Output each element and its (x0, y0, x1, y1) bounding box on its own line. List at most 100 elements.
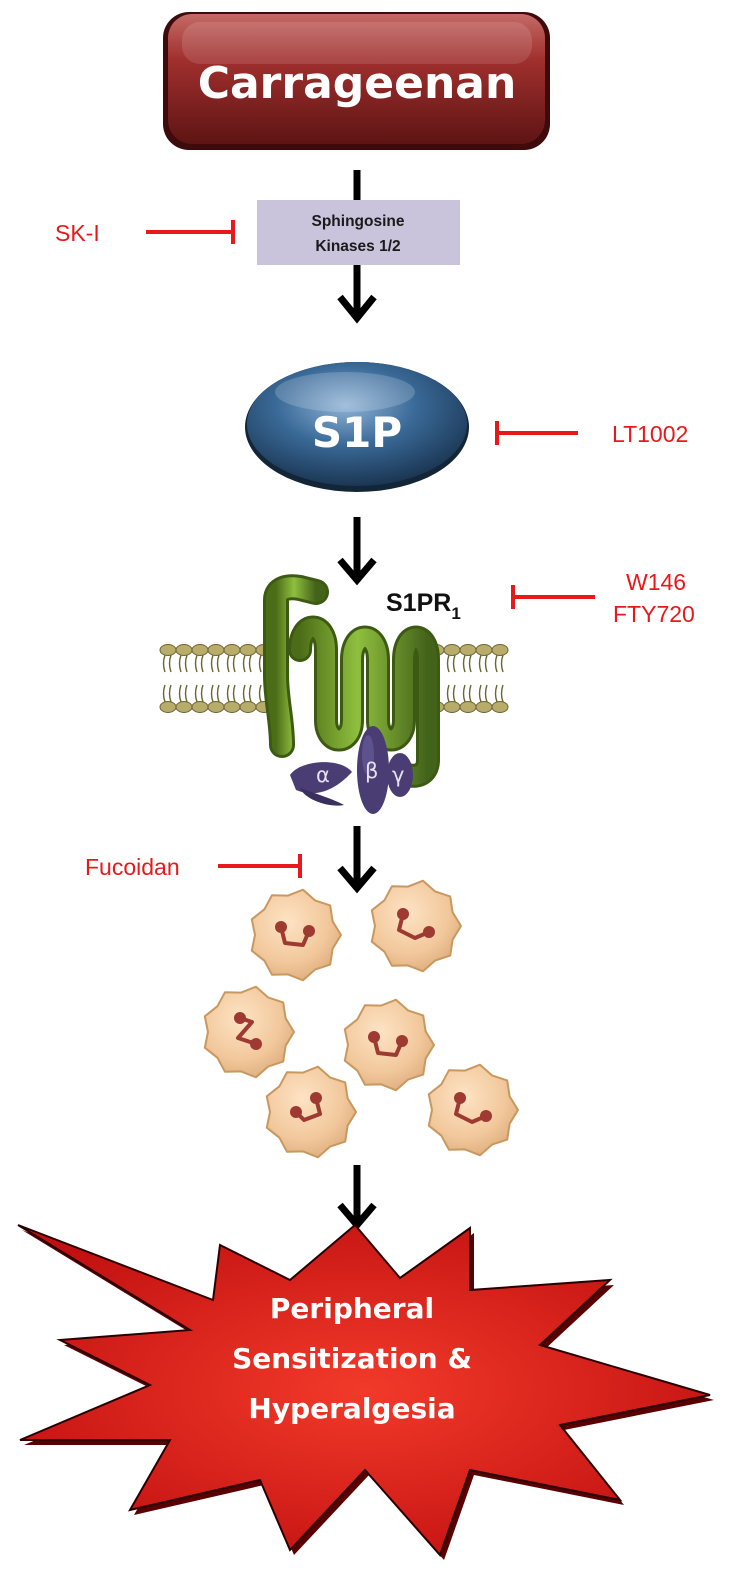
phospholipid-head (191, 644, 209, 656)
g-alpha-label: α (316, 763, 330, 787)
phospholipid-tail (484, 654, 488, 673)
s1p-label: S1P (312, 408, 402, 457)
sk-i-label: SK-I (55, 220, 100, 246)
phospholipid-head (175, 701, 193, 713)
phospholipid-tail (184, 654, 188, 673)
phospholipid-tail (184, 684, 188, 703)
phospholipid-tail (200, 684, 204, 703)
immune-cell (265, 1065, 357, 1159)
phospholipid-tail (258, 654, 262, 673)
immune-cell (203, 985, 295, 1079)
immune-cell (343, 998, 435, 1092)
phospholipid-head (459, 701, 477, 713)
phospholipid-head (491, 701, 509, 713)
phospholipid-head (239, 644, 257, 656)
phospholipid-head (475, 644, 493, 656)
phospholipid-head (459, 644, 477, 656)
outcome-starburst: Peripheral Sensitization & Hyperalgesia (17, 1223, 714, 1560)
phospholipid-head (207, 644, 225, 656)
phospholipid-tail (500, 684, 504, 703)
phospholipid-head (175, 644, 193, 656)
phospholipid-head (159, 644, 177, 656)
phospholipid-tail (258, 684, 262, 703)
s1pr1-subscript: 1 (451, 604, 460, 623)
outcome-line3: Hyperalgesia (248, 1392, 455, 1425)
g-protein: α β γ (290, 726, 413, 814)
phospholipid-tail (162, 654, 166, 673)
w146-label: W146 (626, 569, 686, 595)
phospholipid-tail (468, 654, 472, 673)
phospholipid-tail (462, 654, 466, 673)
phospholipid-tail (494, 684, 498, 703)
phospholipid-tail (478, 684, 482, 703)
carrageenan-label: Carrageenan (198, 58, 517, 109)
arrow-receptor-to-cells (337, 826, 377, 894)
phospholipid-tail (484, 684, 488, 703)
g-gamma-label: γ (392, 763, 404, 787)
membrane-left (159, 644, 273, 713)
lt1002-inhibitor: LT1002 (495, 421, 688, 447)
s1p-node: S1P (245, 362, 469, 492)
phospholipid-head (491, 644, 509, 656)
transmembrane-helices (263, 574, 440, 788)
phospholipid-tail (232, 654, 236, 673)
phospholipid-tail (226, 684, 230, 703)
phospholipid-tail (500, 654, 504, 673)
carrageenan-node: Carrageenan (163, 12, 550, 150)
phospholipid-tail (194, 654, 198, 673)
phospholipid-head (239, 701, 257, 713)
phospholipid-head (223, 701, 241, 713)
phospholipid-tail (216, 684, 220, 703)
arrow-s1p-to-receptor (337, 517, 377, 586)
outcome-line1: Peripheral (270, 1292, 434, 1325)
phospholipid-tail (168, 684, 172, 703)
immune-cell (370, 879, 462, 973)
phospholipid-tail (226, 654, 230, 673)
phospholipid-tail (248, 654, 252, 673)
phospholipid-tail (162, 684, 166, 703)
phospholipid-tail (178, 684, 182, 703)
phospholipid-tail (248, 684, 252, 703)
phospholipid-tail (168, 654, 172, 673)
lt1002-label: LT1002 (612, 421, 688, 447)
sphingosine-kinase-line1: Sphingosine (312, 213, 405, 230)
phospholipid-head (159, 701, 177, 713)
immune-cell (427, 1063, 519, 1157)
immune-cell (250, 888, 342, 982)
phospholipid-tail (446, 684, 450, 703)
phospholipid-tail (462, 684, 466, 703)
s1pr1-receptor: α β γ S1PR1 (159, 574, 509, 814)
phospholipid-tail (242, 684, 246, 703)
sk-i-inhibitor: SK-I (55, 220, 235, 246)
phospholipid-head (443, 701, 461, 713)
w146-fty720-inhibitor: W146 FTY720 (511, 569, 695, 627)
outcome-line2: Sensitization & (232, 1342, 472, 1375)
arrow-cells-to-outcome (337, 1165, 377, 1231)
phospholipid-tail (452, 654, 456, 673)
phospholipid-head (443, 644, 461, 656)
phospholipid-tail (210, 654, 214, 673)
fucoidan-inhibitor: Fucoidan (85, 854, 302, 880)
phospholipid-tail (452, 684, 456, 703)
phospholipid-tail (494, 654, 498, 673)
phospholipid-head (207, 701, 225, 713)
phospholipid-tail (178, 654, 182, 673)
phospholipid-head (223, 644, 241, 656)
phospholipid-tail (446, 654, 450, 673)
phospholipid-tail (210, 684, 214, 703)
s1pr1-label: S1PR1 (386, 589, 461, 623)
phospholipid-tail (216, 654, 220, 673)
phospholipid-tail (194, 684, 198, 703)
g-beta-label: β (365, 759, 378, 783)
sphingosine-kinase-box: Sphingosine Kinases 1/2 (257, 200, 460, 265)
phospholipid-tail (478, 654, 482, 673)
immune-cells (203, 879, 519, 1159)
sphingosine-kinase-line2: Kinases 1/2 (315, 238, 400, 255)
phospholipid-tail (232, 684, 236, 703)
s1pr1-name: S1PR (386, 589, 451, 617)
phospholipid-head (475, 701, 493, 713)
fty720-label: FTY720 (613, 601, 695, 627)
phospholipid-tail (200, 654, 204, 673)
phospholipid-tail (468, 684, 472, 703)
